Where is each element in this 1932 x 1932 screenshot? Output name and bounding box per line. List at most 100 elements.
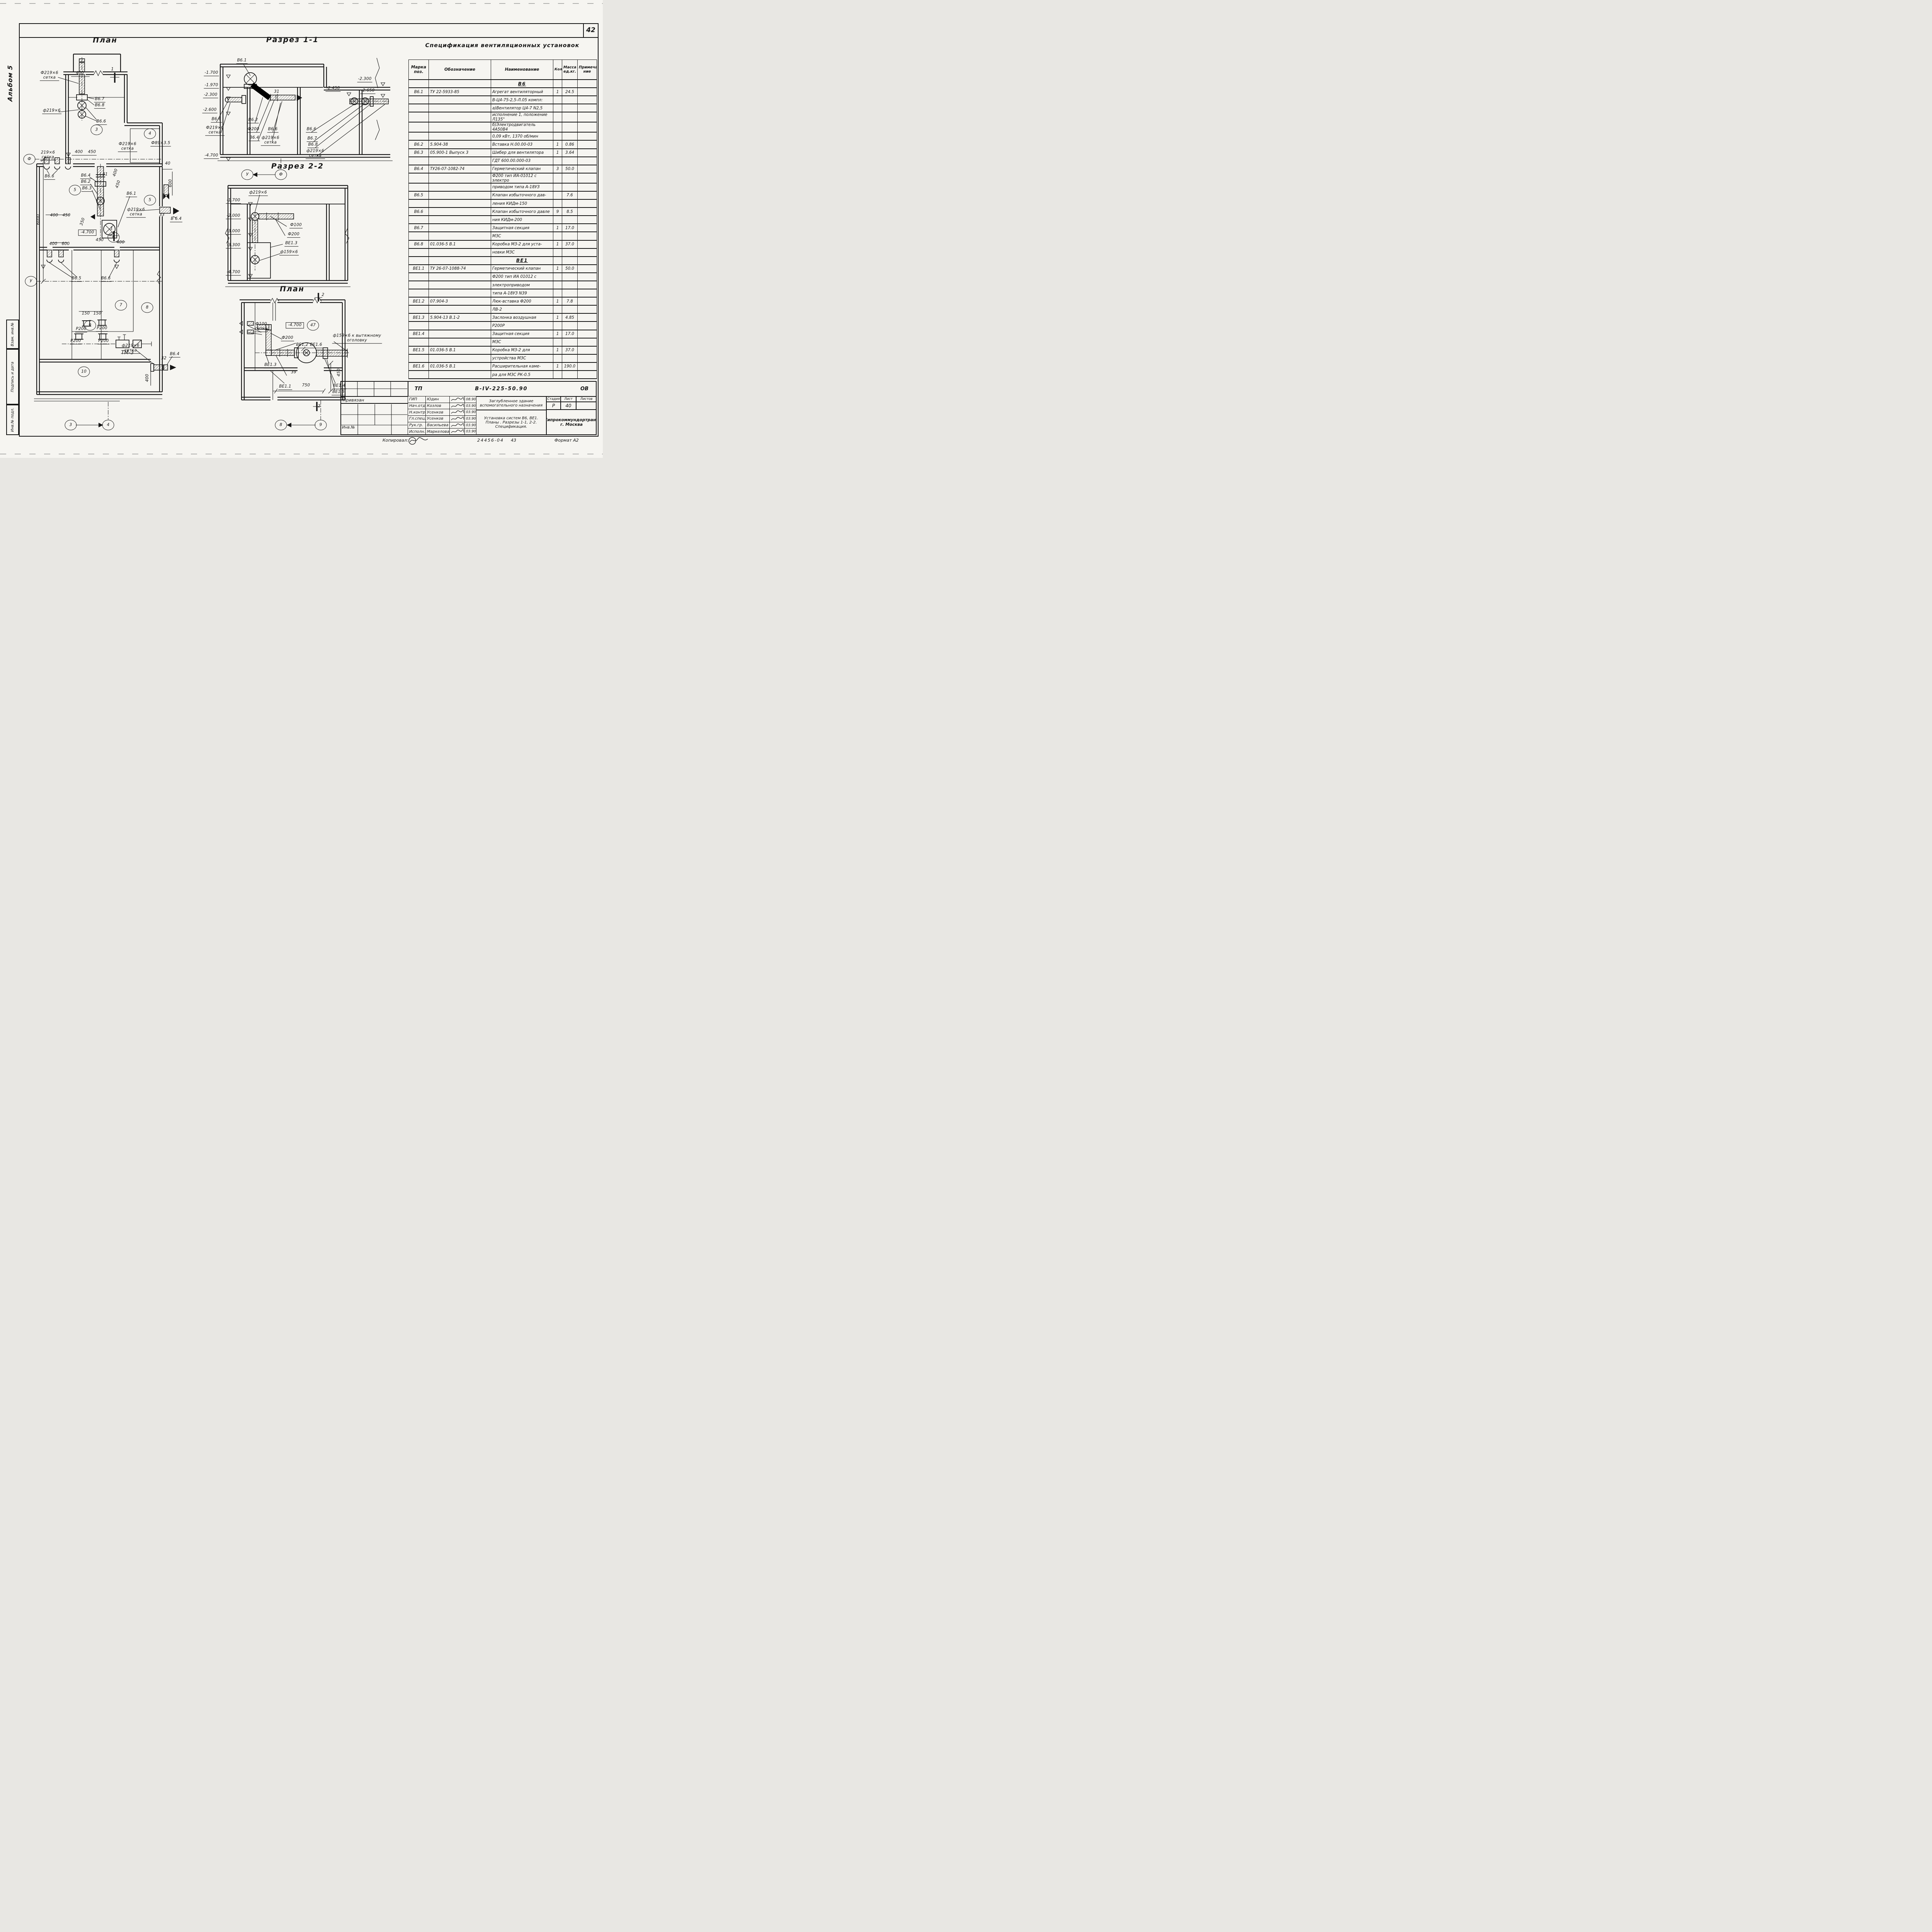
spec-mass: 50.0 bbox=[562, 164, 578, 173]
spec-designation: ТУ 22-5933-85 bbox=[429, 87, 491, 97]
spec-name: приводом типа А-18УЗ bbox=[491, 182, 553, 192]
spec-mass bbox=[562, 305, 578, 314]
spec-row: новки МЗС bbox=[408, 248, 597, 257]
spec-row: В6.1 ТУ 22-5933-85 Агрегат вентиляторный… bbox=[408, 87, 597, 97]
drawing-label: ВЕ1.3 bbox=[264, 362, 277, 368]
spec-table-title: Спецификация вентиляционных установок bbox=[425, 43, 580, 49]
spec-note bbox=[577, 337, 597, 347]
spec-mass bbox=[562, 156, 578, 165]
drawing-label: -1.970 bbox=[204, 83, 219, 88]
sheet-frame-inner-line bbox=[19, 37, 597, 38]
spec-row: В6.5 Клапан избыточного дав- 7.6 bbox=[408, 190, 597, 200]
sig-role: Гл.спец. bbox=[408, 416, 426, 422]
spec-note bbox=[577, 362, 597, 371]
signature-row: Нач.отд. Козлов 03.90 bbox=[408, 403, 476, 410]
spec-mass bbox=[562, 272, 578, 281]
spec-mark bbox=[408, 289, 429, 298]
spec-mark bbox=[408, 112, 429, 123]
spec-qty: 1 bbox=[553, 87, 562, 97]
spec-qty bbox=[553, 132, 562, 141]
signature-squiggle bbox=[451, 403, 464, 407]
sig-name: Козлов bbox=[426, 403, 450, 409]
drawing-label: Ф200 bbox=[281, 335, 294, 341]
drawing-label: -2.300 bbox=[357, 77, 372, 82]
spec-mass bbox=[562, 248, 578, 257]
drawing-label: -2.600 bbox=[202, 107, 218, 113]
spec-row: типа А-18УЗ N39 bbox=[408, 289, 597, 298]
spec-mark: В6.8 bbox=[408, 240, 429, 249]
drawing-label: 150 bbox=[82, 311, 90, 316]
spec-mass: 24.5 bbox=[562, 87, 578, 97]
spec-mark bbox=[408, 215, 429, 224]
spec-row: В6.4 ТУ26-07-1082-74 Герметический клапа… bbox=[408, 164, 597, 173]
spec-name: Заслонка воздушная bbox=[491, 313, 553, 322]
drawing-label: 31 bbox=[102, 172, 108, 177]
spec-name: а)Вентилятор Ц4-7 N2,5 bbox=[491, 104, 553, 113]
spec-name: устройства МЗС bbox=[491, 354, 553, 363]
spec-name: ЛВ-2 bbox=[491, 305, 553, 314]
spec-designation bbox=[429, 132, 491, 141]
signature bbox=[450, 422, 465, 429]
spec-designation bbox=[429, 289, 491, 298]
spec-name: исполнение 1, положение Л135° bbox=[491, 112, 553, 123]
sig-name: Маркелова bbox=[426, 429, 450, 435]
spec-row: ра для МЗС РК-0.5 bbox=[408, 370, 597, 379]
signature bbox=[450, 416, 465, 422]
drawing-label: В6.6 bbox=[44, 174, 55, 180]
spec-row: ния КИДм-200 bbox=[408, 215, 597, 224]
drawing-label: ф219×6 bbox=[42, 108, 61, 114]
section-mark: 2 bbox=[318, 404, 321, 409]
scan-edge-top bbox=[0, 3, 603, 4]
spec-note bbox=[577, 87, 597, 97]
spec-note bbox=[577, 240, 597, 249]
spec-row: исполнение 1, положение Л135° bbox=[408, 112, 597, 123]
drawing-label: -1.700 bbox=[204, 70, 219, 76]
section-mark: 1 bbox=[110, 226, 113, 231]
signature-rows: ГИП Юдин 08.90 Нач.отд. Козлов 03.90 bbox=[408, 396, 476, 435]
spec-qty bbox=[553, 156, 562, 165]
tp-code: В-IV-225-50.90 bbox=[475, 386, 528, 392]
reference-bubble: 4 bbox=[144, 128, 156, 139]
reference-bubble: 4 bbox=[102, 420, 114, 430]
reference-bubble: 5 bbox=[69, 185, 81, 196]
spec-mark: В6.2 bbox=[408, 140, 429, 149]
section-mark: 2 bbox=[321, 293, 325, 298]
spec-note bbox=[577, 272, 597, 281]
spec-mark: В6.7 bbox=[408, 223, 429, 233]
spec-qty bbox=[553, 172, 562, 184]
spec-qty bbox=[553, 95, 562, 105]
drawing-label: 400 bbox=[75, 150, 83, 155]
spec-note bbox=[577, 199, 597, 208]
stamp-inv-podl: Инв.№ подл. bbox=[6, 405, 19, 435]
spec-mark bbox=[408, 199, 429, 208]
spec-qty bbox=[553, 182, 562, 192]
spec-mark: ВЕ1.2 bbox=[408, 297, 429, 306]
spec-note bbox=[577, 345, 597, 355]
spec-mark: ВЕ1.4 bbox=[408, 329, 429, 338]
spec-name: типа А-18УЗ N39 bbox=[491, 289, 553, 298]
project-name: Заглубленное здание вспомогательного наз… bbox=[476, 396, 546, 410]
drawing-label: В 6.4 bbox=[170, 216, 183, 222]
sig-role: ГИП bbox=[408, 396, 426, 403]
drawing-label: ф219×6 сетка bbox=[126, 207, 146, 218]
spec-note bbox=[577, 132, 597, 141]
spec-name: Защитная секция bbox=[491, 329, 553, 338]
reference-bubble: 9 bbox=[315, 420, 327, 430]
spec-row: ВЕ1.3 5.904-13 В.1-2 Заслонка воздушная … bbox=[408, 313, 597, 322]
spec-mark: В6.3 bbox=[408, 148, 429, 157]
spec-mass bbox=[562, 280, 578, 290]
reference-bubble: 8 bbox=[275, 420, 287, 430]
signature-squiggle bbox=[451, 397, 464, 401]
drawing-label: ф219×6 сетка bbox=[306, 148, 325, 159]
spec-mass bbox=[562, 256, 578, 265]
drawing-label: 450 bbox=[337, 368, 342, 377]
drawing-label: В6.8 bbox=[94, 103, 105, 109]
spec-row: Ф200 тип ИА 01012 с bbox=[408, 272, 597, 281]
spec-mark: В6.6 bbox=[408, 207, 429, 216]
spec-designation bbox=[429, 223, 491, 233]
spec-qty bbox=[553, 79, 562, 88]
spec-qty: 1 bbox=[553, 148, 562, 157]
spec-designation bbox=[429, 215, 491, 224]
inv-no-label: Инв.№ bbox=[342, 425, 355, 430]
signature-row: Рук.гр. Васильева 03.90 bbox=[408, 422, 476, 429]
